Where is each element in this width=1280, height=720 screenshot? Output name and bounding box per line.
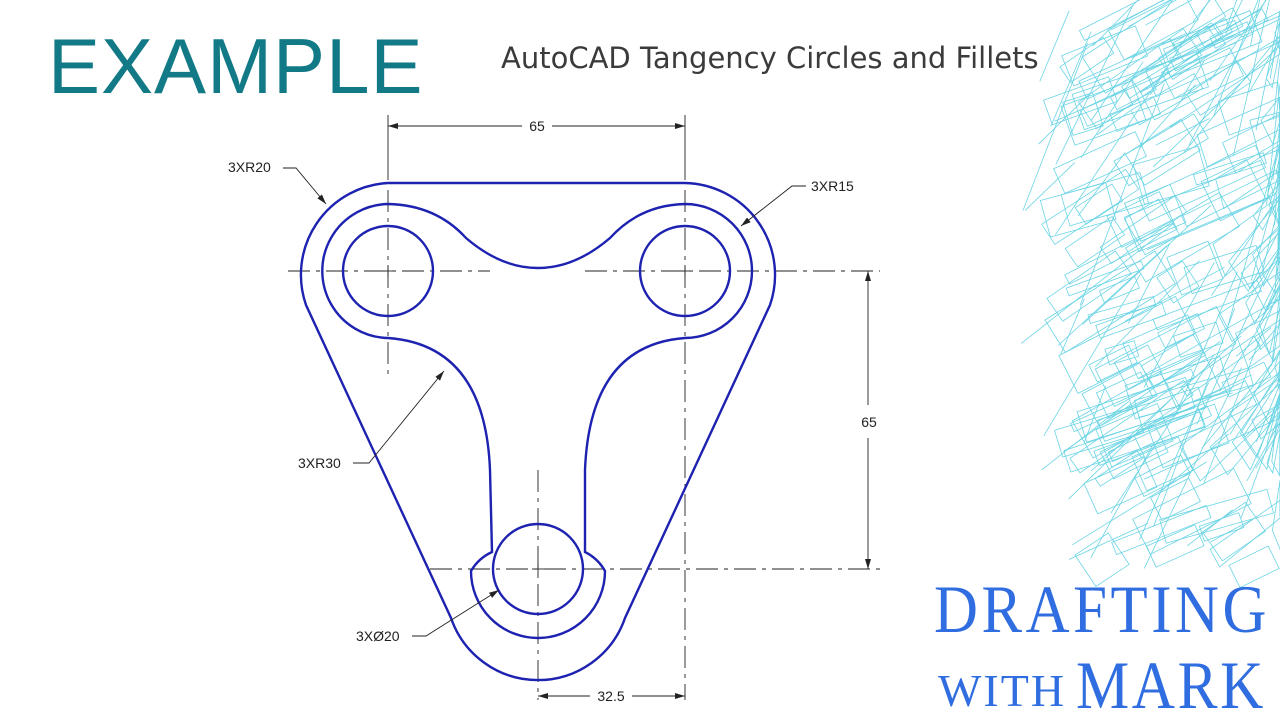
callout-holes: 3XØ20 xyxy=(356,628,400,644)
dimension-label-top: 65 xyxy=(529,118,545,134)
leader-holes xyxy=(412,589,500,637)
callout-inner-fillet: 3XR15 xyxy=(811,178,854,194)
hole-bottom xyxy=(491,522,585,616)
center-marks xyxy=(382,265,691,575)
leader-concave-arc xyxy=(353,370,445,464)
drafting-with-mark-logo: DRAFTING WITH MARK xyxy=(934,571,1270,720)
logo-line-drafting: DRAFTING xyxy=(934,571,1270,647)
centerlines xyxy=(288,190,880,700)
hole-top-right xyxy=(638,224,732,318)
leader-inner-fillet xyxy=(740,185,806,227)
dimension-lines xyxy=(388,123,871,699)
logo-word-mark: MARK xyxy=(1076,647,1266,720)
leader-lines xyxy=(283,167,806,637)
leader-outer-fillet xyxy=(283,167,327,205)
callout-concave-arc: 3XR30 xyxy=(298,455,341,471)
wireframe-background-graphic xyxy=(1021,0,1280,589)
hole-top-left xyxy=(341,224,435,318)
callout-outer-fillet: 3XR20 xyxy=(228,159,271,175)
outer-profile xyxy=(299,181,777,682)
inner-profile xyxy=(321,202,754,640)
slide-title: EXAMPLE xyxy=(48,22,424,110)
dimension-label-right: 65 xyxy=(861,414,877,430)
part-outline xyxy=(299,181,777,682)
dimension-label-bottom: 32.5 xyxy=(597,688,624,704)
logo-word-with: WITH xyxy=(938,665,1066,716)
slide-subtitle: AutoCAD Tangency Circles and Fillets xyxy=(501,41,1039,75)
